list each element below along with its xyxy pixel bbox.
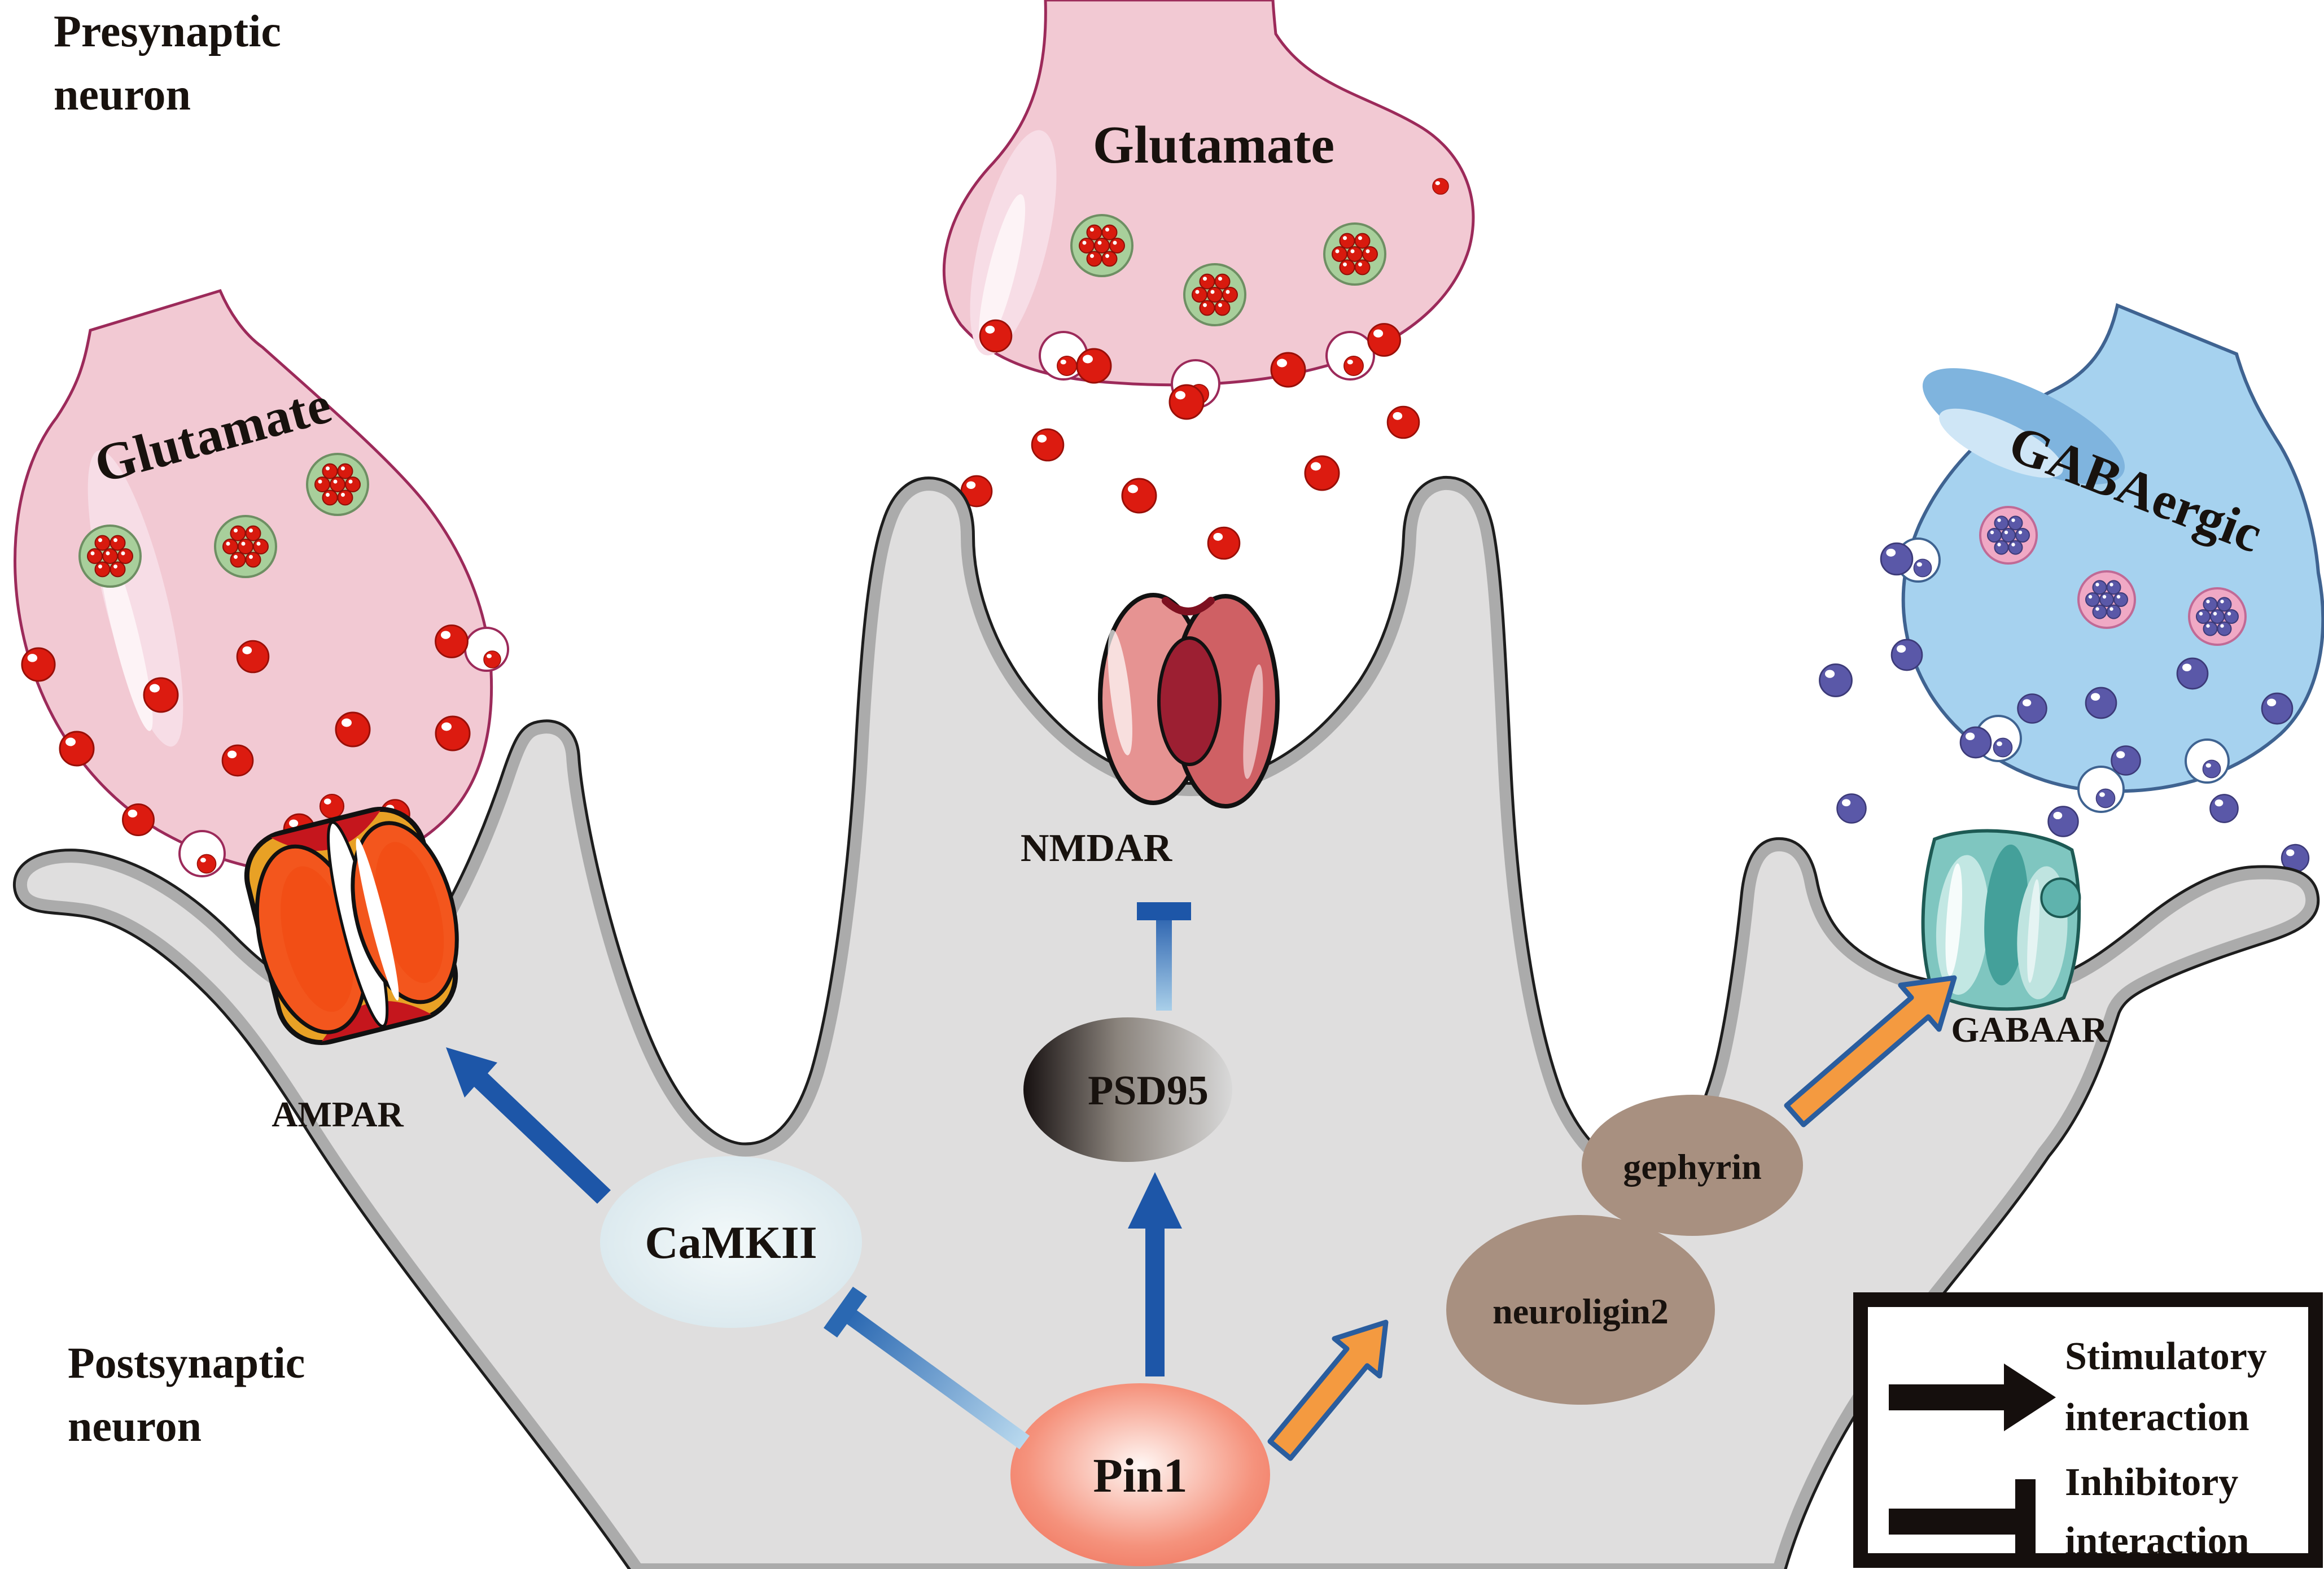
- nmdar-receptor: [1098, 593, 1280, 808]
- synaptic-vesicle: [2189, 588, 2246, 645]
- gabaar-label: GABAAR: [1951, 1009, 2108, 1050]
- gephyrin-label: gephyrin: [1623, 1147, 1761, 1187]
- legend-stimulatory-line1: Stimulatory: [2065, 1335, 2267, 1378]
- nmdar-label: NMDAR: [1021, 827, 1173, 870]
- postsynaptic-neuron-label: Postsynaptic neuron: [68, 1338, 305, 1450]
- psd95-ellipse: PSD95: [1023, 1017, 1232, 1162]
- pin1-ellipse: Pin1: [1010, 1383, 1270, 1566]
- stimulatory-arrow-pin1-to-neuroligin2: [1267, 1319, 1389, 1461]
- stimulatory-arrow-camkii-to-ampar: [446, 1047, 611, 1204]
- stimulatory-arrow-gephyrin-to-gabaar: [1784, 975, 1957, 1127]
- pin1-label: Pin1: [1093, 1448, 1187, 1502]
- gabaar-receptor: [1921, 829, 2081, 1011]
- psd95-label: PSD95: [1088, 1068, 1209, 1114]
- ampar-receptor: [244, 806, 459, 1046]
- postsynaptic-line1: Postsynaptic: [68, 1338, 305, 1387]
- synaptic-vesicle: [80, 526, 141, 587]
- terminal-body: [14, 289, 493, 875]
- inhibitory-tbar-icon: [1889, 1479, 2036, 1564]
- legend-stimulatory-line2: interaction: [2065, 1396, 2249, 1439]
- terminal-highlight: [1939, 408, 2063, 478]
- terminal-label: Glutamate: [1093, 116, 1334, 174]
- presynaptic-line1: Presynaptic: [54, 7, 281, 56]
- neuroligin2-label: neuroligin2: [1493, 1291, 1669, 1331]
- legend-box: Stimulatory interaction Inhibitory inter…: [1853, 1292, 2323, 1568]
- synaptic-vesicle: [1184, 264, 1245, 325]
- neuroligin2-ellipse: neuroligin2: [1446, 1215, 1715, 1405]
- camkii-ellipse: CaMKII: [600, 1156, 862, 1328]
- presynaptic-neuron-label: Presynaptic neuron: [54, 7, 281, 120]
- inhibitory-tbar-pin1-to-camkii: [824, 1287, 1030, 1449]
- legend-inhibitory-line1: Inhibitory: [2065, 1461, 2238, 1504]
- inhibitory-tbar-psd95-to-nmdar: [1137, 902, 1191, 1011]
- terminal-highlight: [87, 450, 183, 747]
- legend-inhibitory-line2: interaction: [2065, 1519, 2249, 1563]
- presynaptic-line2: neuron: [54, 70, 191, 120]
- terminal-highlight: [1922, 368, 2125, 484]
- stimulatory-arrow-icon: [1889, 1363, 2056, 1431]
- stimulatory-arrow-pin1-to-psd95: [1128, 1172, 1182, 1376]
- gephyrin-ellipse: gephyrin: [1582, 1095, 1803, 1236]
- synaptic-vesicle: [215, 516, 276, 577]
- synaptic-vesicle: [1980, 507, 2037, 563]
- terminal-highlight: [978, 194, 1026, 348]
- synaptic-vesicle: [1071, 215, 1132, 276]
- postsynaptic-line2: neuron: [68, 1401, 202, 1450]
- glutamate-terminal-left: Glutamate: [14, 289, 509, 877]
- synaptic-vesicle: [2078, 571, 2135, 628]
- camkii-label: CaMKII: [645, 1217, 817, 1268]
- gabaergic-terminal: GABAergic: [1896, 303, 2324, 813]
- synaptic-vesicle: [1324, 224, 1385, 285]
- synaptic-vesicle: [307, 454, 368, 515]
- ampar-label: AMPAR: [272, 1094, 404, 1134]
